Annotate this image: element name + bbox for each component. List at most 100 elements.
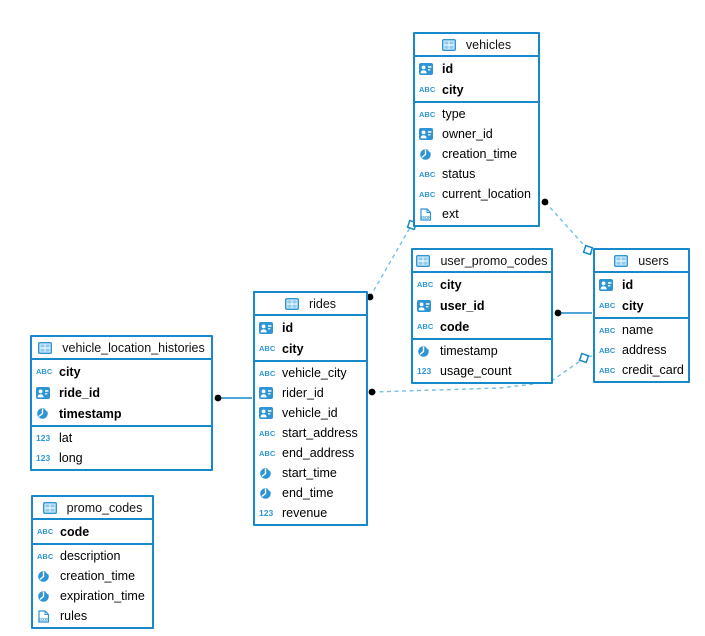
time-type-icon bbox=[36, 407, 55, 420]
column-name: rules bbox=[60, 609, 88, 623]
column-row-id[interactable]: id bbox=[415, 58, 538, 79]
column-row-end_time[interactable]: end_time bbox=[255, 483, 366, 503]
table-name: vehicle_location_histories bbox=[62, 340, 205, 355]
column-row-vehicle_id[interactable]: vehicle_id bbox=[255, 403, 366, 423]
column-row-id[interactable]: id bbox=[595, 274, 688, 295]
table-header-users[interactable]: users bbox=[595, 250, 688, 273]
string-type-icon: ABC bbox=[259, 344, 276, 353]
column-row-expiration_time[interactable]: expiration_time bbox=[33, 586, 152, 606]
column-name: timestamp bbox=[59, 406, 122, 421]
cardinality-dot-marker bbox=[366, 293, 374, 301]
number-type-icon: 123 bbox=[259, 508, 274, 518]
table-name: promo_codes bbox=[66, 500, 143, 515]
column-row-ride_id[interactable]: ride_id bbox=[32, 382, 211, 403]
column-row-credit_card[interactable]: ABC credit_card bbox=[595, 360, 688, 380]
id-type-icon bbox=[259, 321, 278, 334]
relationship-vehicle_location_histories-rides bbox=[214, 394, 252, 402]
column-row-owner_id[interactable]: owner_id bbox=[415, 124, 538, 144]
column-name: lat bbox=[59, 431, 73, 445]
column-row-timestamp[interactable]: timestamp bbox=[413, 341, 551, 361]
column-row-rider_id[interactable]: rider_id bbox=[255, 383, 366, 403]
table-name: users bbox=[638, 253, 669, 268]
string-type-icon: ABC bbox=[417, 280, 434, 289]
pk-separator bbox=[255, 360, 366, 362]
string-type-icon: ABC bbox=[259, 428, 276, 438]
column-row-start_address[interactable]: ABC start_address bbox=[255, 423, 366, 443]
table-icon bbox=[614, 254, 633, 267]
table-header-vehicle_location_histories[interactable]: vehicle_location_histories bbox=[32, 337, 211, 360]
column-row-start_time[interactable]: start_time bbox=[255, 463, 366, 483]
time-type-icon bbox=[259, 467, 278, 480]
column-name: city bbox=[622, 298, 644, 313]
column-name: city bbox=[282, 341, 304, 356]
time-type-icon bbox=[37, 570, 56, 583]
relationship-line bbox=[371, 355, 593, 393]
number-type-icon: 123 bbox=[417, 366, 432, 376]
column-name: current_location bbox=[442, 187, 531, 201]
column-name: id bbox=[622, 277, 634, 292]
column-name: creation_time bbox=[60, 569, 136, 583]
string-type-icon: ABC bbox=[259, 448, 276, 458]
id-type-icon bbox=[419, 62, 438, 75]
column-name: end_time bbox=[282, 486, 334, 500]
column-row-timestamp[interactable]: timestamp bbox=[32, 403, 211, 424]
column-name: start_time bbox=[282, 466, 337, 480]
column-name: name bbox=[622, 323, 654, 337]
column-row-creation_time[interactable]: creation_time bbox=[415, 144, 538, 164]
table-header-promo_codes[interactable]: promo_codes bbox=[33, 497, 152, 520]
column-row-user_id[interactable]: user_id bbox=[413, 295, 551, 316]
table-header-user_promo_codes[interactable]: user_promo_codes bbox=[413, 250, 551, 273]
relationship-user_promo_codes-users bbox=[554, 309, 592, 317]
column-row-id[interactable]: id bbox=[255, 317, 366, 338]
column-row-creation_time[interactable]: creation_time bbox=[33, 566, 152, 586]
table-header-vehicles[interactable]: vehicles bbox=[415, 34, 538, 57]
column-name: address bbox=[622, 343, 667, 357]
column-row-city[interactable]: ABC city bbox=[255, 338, 366, 359]
column-name: start_address bbox=[282, 426, 358, 440]
time-type-icon bbox=[419, 148, 438, 161]
cardinality-dot-marker bbox=[368, 388, 376, 396]
column-name: credit_card bbox=[622, 363, 684, 377]
table-icon bbox=[284, 297, 304, 310]
column-name: timestamp bbox=[440, 344, 498, 358]
relationship-rides-vehicles bbox=[366, 218, 418, 301]
table-header-rides[interactable]: rides bbox=[255, 293, 366, 316]
id-type-icon bbox=[36, 386, 55, 399]
string-type-icon: ABC bbox=[599, 365, 616, 375]
cardinality-square-marker bbox=[578, 352, 590, 364]
column-name: type bbox=[442, 107, 466, 121]
column-name: vehicle_id bbox=[282, 406, 338, 420]
string-type-icon: ABC bbox=[417, 322, 434, 331]
